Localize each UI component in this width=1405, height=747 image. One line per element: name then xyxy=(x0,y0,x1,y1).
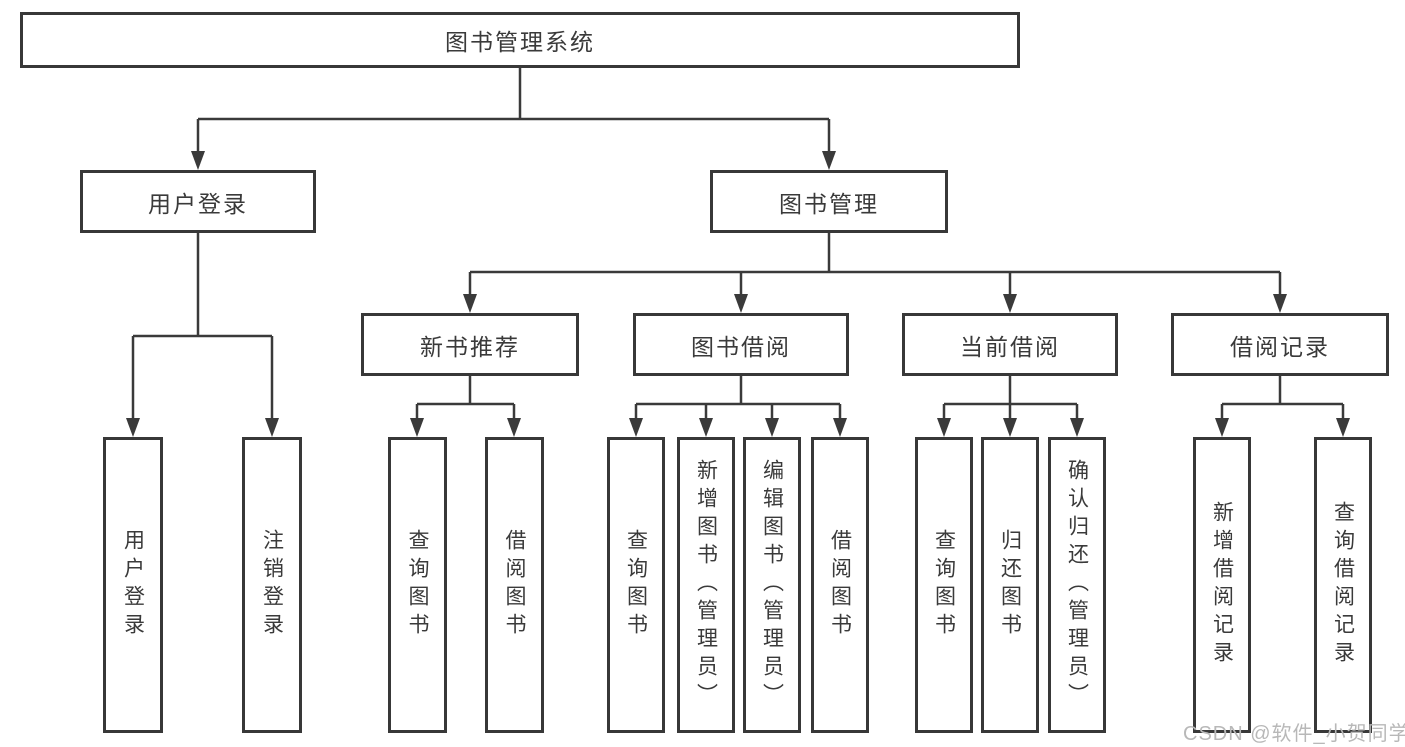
node-borrow-books: 借阅图书 xyxy=(485,437,544,733)
arrowhead xyxy=(191,151,205,170)
connector-new-book-rec-to-leaves xyxy=(415,376,516,423)
node-user-login-leaf: 用户登录 xyxy=(103,437,163,733)
node-confirm-return-admin: 确认归还（管理员） xyxy=(1048,437,1106,733)
node-query-books: 查询图书 xyxy=(915,437,973,733)
node-add-borrow-record: 新增借阅记录 xyxy=(1193,437,1251,733)
node-label: 归还图书 xyxy=(998,529,1022,641)
connector-borrow-records-to-leaves xyxy=(1220,376,1345,423)
node-query-books: 查询图书 xyxy=(607,437,665,733)
arrowhead xyxy=(463,294,477,313)
node-label: 查询图书 xyxy=(932,529,956,641)
arrowhead xyxy=(1273,294,1287,313)
node-label: 用户登录 xyxy=(121,529,145,641)
node-label: 借阅图书 xyxy=(828,529,852,641)
node-current-borrowing: 当前借阅 xyxy=(902,313,1118,376)
connector-book-borrowing-to-leaves xyxy=(634,376,842,423)
connector-root-to-level2 xyxy=(196,68,831,156)
arrowhead xyxy=(1070,418,1084,437)
arrowhead xyxy=(126,418,140,437)
arrowhead xyxy=(265,418,279,437)
node-label: 编辑图书（管理员） xyxy=(760,459,784,711)
arrowhead xyxy=(629,418,643,437)
node-library-system: 图书管理系统 xyxy=(20,12,1020,68)
node-label: 注销登录 xyxy=(260,529,284,641)
node-query-books: 查询图书 xyxy=(388,437,447,733)
node-book-borrowing: 图书借阅 xyxy=(633,313,849,376)
node-label: 新增借阅记录 xyxy=(1210,501,1234,669)
arrowhead xyxy=(699,418,713,437)
node-label: 查询图书 xyxy=(624,529,648,641)
arrowhead xyxy=(1003,418,1017,437)
connector-user-login-to-leaves xyxy=(131,233,274,423)
arrowhead xyxy=(822,151,836,170)
node-label: 新增图书（管理员） xyxy=(694,459,718,711)
node-query-borrow-record: 查询借阅记录 xyxy=(1314,437,1372,733)
node-logout: 注销登录 xyxy=(242,437,302,733)
node-label: 借阅图书 xyxy=(503,529,527,641)
arrowhead xyxy=(765,418,779,437)
node-label: 查询图书 xyxy=(406,529,430,641)
node-borrow-records: 借阅记录 xyxy=(1171,313,1389,376)
arrowhead xyxy=(1215,418,1229,437)
arrowhead xyxy=(1336,418,1350,437)
arrowhead xyxy=(507,418,521,437)
node-user-login: 用户登录 xyxy=(80,170,316,233)
arrowhead xyxy=(410,418,424,437)
node-return-books: 归还图书 xyxy=(981,437,1039,733)
connector-current-borrowing-to-leaves xyxy=(942,376,1079,423)
node-label: 查询借阅记录 xyxy=(1331,501,1355,669)
node-new-book-recommend: 新书推荐 xyxy=(361,313,579,376)
node-edit-books-admin: 编辑图书（管理员） xyxy=(743,437,801,733)
arrowheads xyxy=(126,151,1350,437)
arrowhead xyxy=(734,294,748,313)
node-borrow-books: 借阅图书 xyxy=(811,437,869,733)
node-book-management: 图书管理 xyxy=(710,170,948,233)
node-add-books-admin: 新增图书（管理员） xyxy=(677,437,735,733)
arrowhead xyxy=(937,418,951,437)
arrowhead xyxy=(833,418,847,437)
csdn-watermark: CSDN @软件_小贺同学 xyxy=(1183,723,1405,745)
connector-book-mgmt-to-level3 xyxy=(468,233,1282,299)
node-label: 确认归还（管理员） xyxy=(1065,459,1089,711)
arrowhead xyxy=(1003,294,1017,313)
